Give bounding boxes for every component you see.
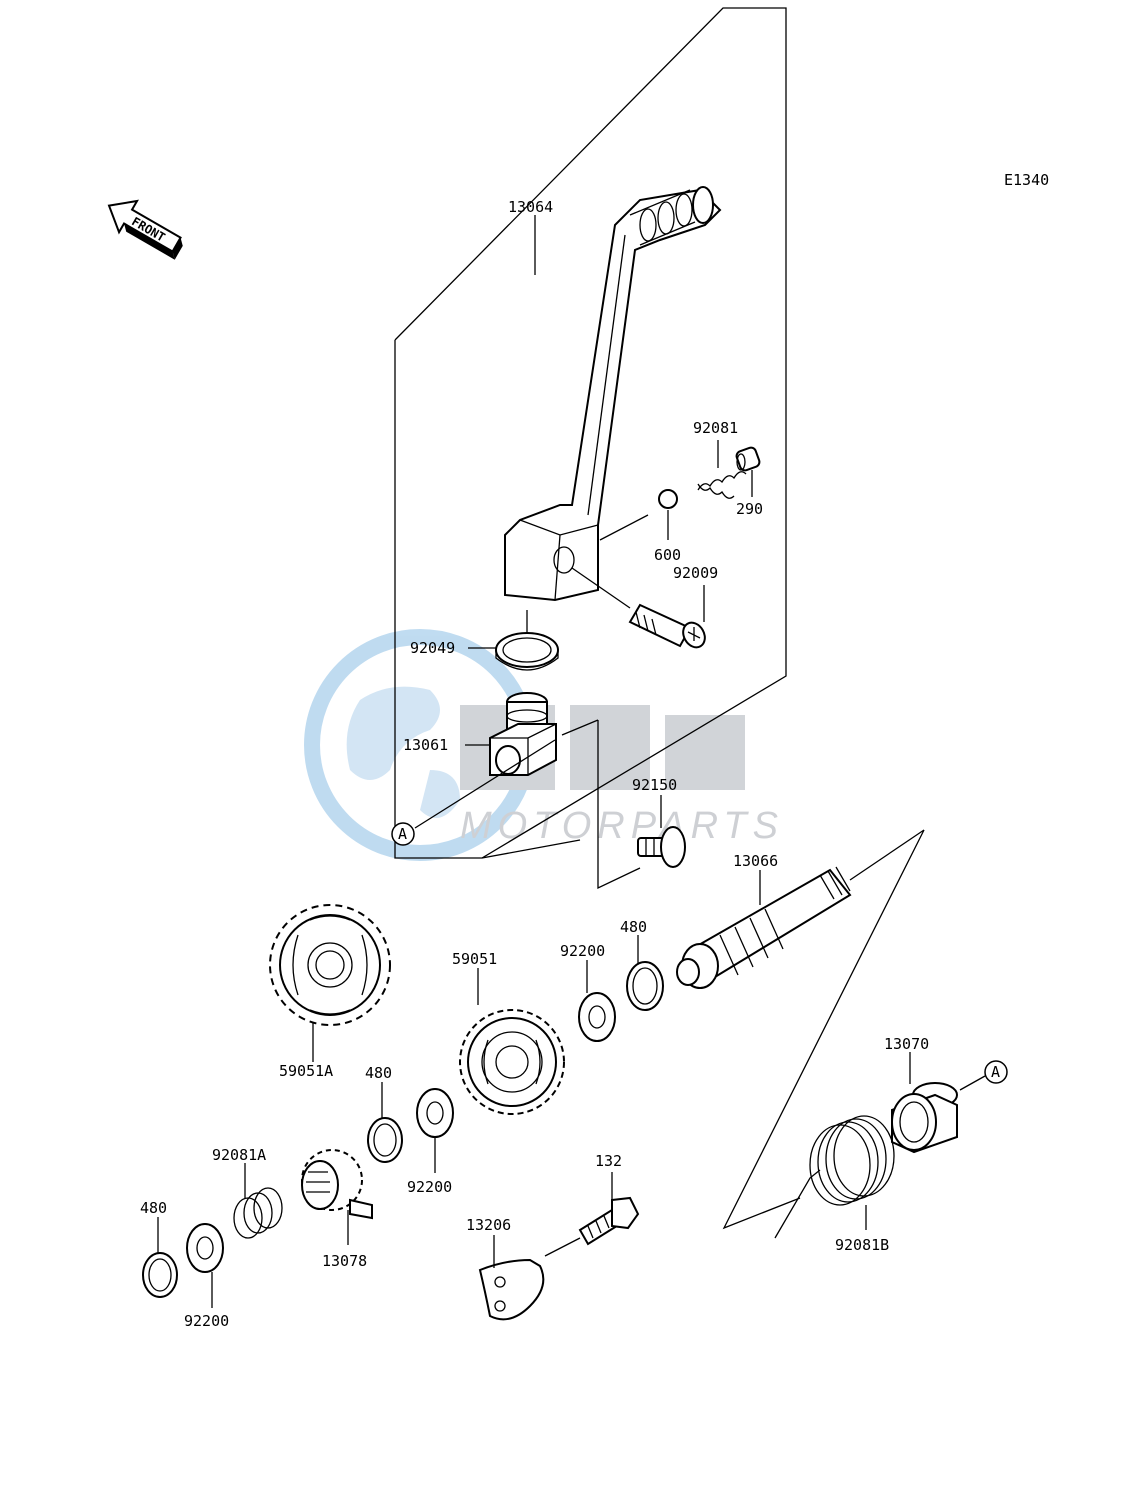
label-13206: 13206 (466, 1216, 511, 1234)
watermark-continents (346, 686, 460, 818)
collar-92150 (637, 826, 686, 868)
label-13061: 13061 (403, 736, 448, 754)
guide-13206 (478, 1258, 545, 1321)
spring-assembly-frame (722, 829, 925, 1230)
label-92009: 92009 (673, 564, 718, 582)
label-13066: 13066 (733, 852, 778, 870)
label-480-a: 480 (620, 918, 647, 936)
label-290: 290 (736, 500, 763, 518)
spring-guide-13070 (891, 1082, 958, 1154)
oil-seal (495, 632, 559, 671)
watermark-text: MOTORPARTS (460, 805, 784, 847)
callout-a-upper: A (391, 822, 415, 846)
kick-boss (489, 692, 557, 776)
label-480-c: 480 (140, 1199, 167, 1217)
label-92049: 92049 (410, 639, 455, 657)
bolt-132 (578, 1196, 640, 1246)
callout-a-lower: A (984, 1060, 1008, 1084)
plug-290 (735, 446, 761, 472)
label-92150: 92150 (632, 776, 677, 794)
label-13064: 13064 (508, 198, 553, 216)
label-600: 600 (654, 546, 681, 564)
label-13070: 13070 (884, 1035, 929, 1053)
pedal-bolt (628, 603, 706, 649)
label-92200-b: 92200 (407, 1178, 452, 1196)
label-92081A: 92081A (212, 1146, 266, 1164)
label-132: 132 (595, 1152, 622, 1170)
gear-59051 (459, 1009, 565, 1115)
kick-shaft (676, 866, 852, 989)
watermark-block-e (570, 705, 650, 790)
gear-59051a (269, 904, 391, 1026)
assembly-frame (394, 7, 787, 859)
label-92081B: 92081B (835, 1236, 889, 1254)
torsion-spring-92081b (774, 1115, 895, 1239)
washer-92200-c (186, 1223, 224, 1273)
callout-a-lower-label: A (991, 1063, 1000, 1081)
label-59051: 59051 (452, 950, 497, 968)
front-arrow-icon: FRONT (107, 199, 183, 260)
diagram-code: E1340 (1004, 171, 1049, 189)
circlip-480-b (367, 1117, 403, 1163)
circlip-480-c (142, 1252, 178, 1298)
label-92081: 92081 (693, 419, 738, 437)
label-59051A: 59051A (279, 1062, 333, 1080)
spring-92081a (233, 1187, 283, 1239)
circlip-480-a (626, 961, 664, 1011)
label-480-b: 480 (365, 1064, 392, 1082)
watermark-block-m (665, 715, 745, 790)
steel-ball (658, 489, 678, 509)
washer-92200-a (578, 992, 616, 1042)
label-92200-c: 92200 (184, 1312, 229, 1330)
pedal-grip (629, 186, 714, 246)
washer-92200-b (416, 1088, 454, 1138)
detent-spring (697, 471, 747, 499)
ratchet-13078 (301, 1149, 373, 1220)
watermark: MOTORPARTS (304, 629, 784, 861)
label-13078: 13078 (322, 1252, 367, 1270)
label-92200-a: 92200 (560, 942, 605, 960)
callout-a-upper-label: A (398, 825, 407, 843)
kick-pedal (504, 186, 722, 602)
